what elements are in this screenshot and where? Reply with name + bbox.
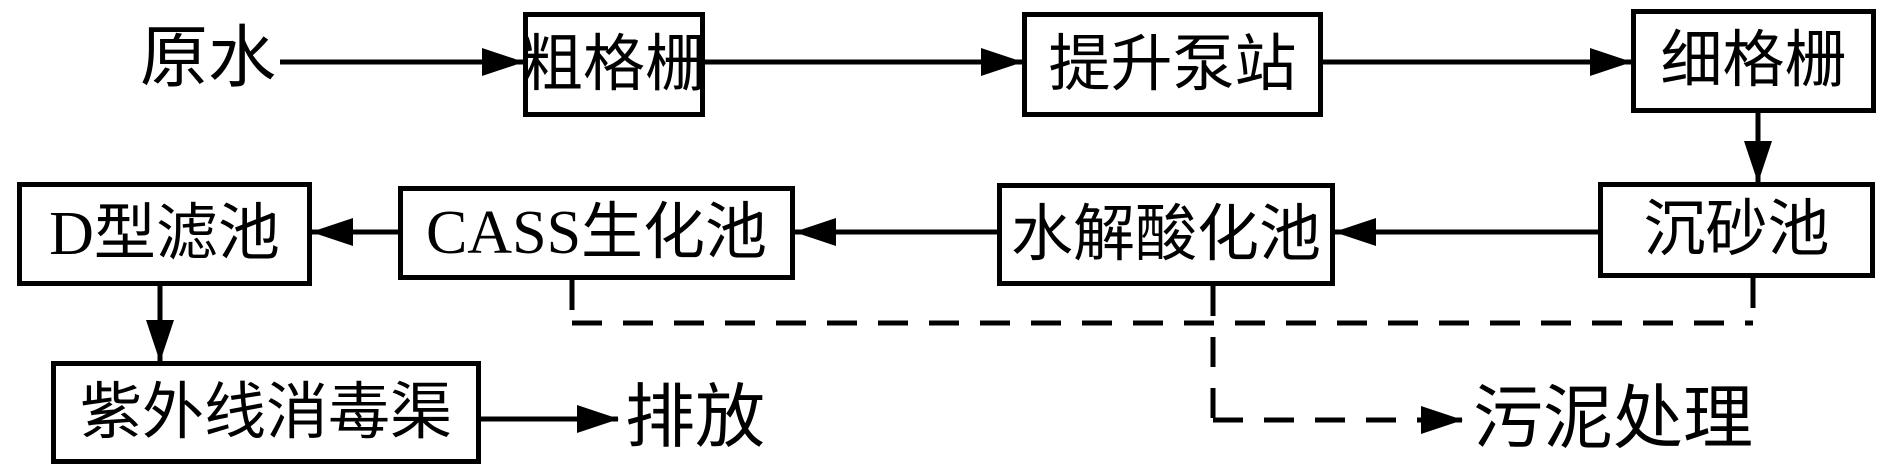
node-lift-pump-station: 提升泵站 <box>1022 12 1323 117</box>
node-grit-chamber: 沉砂池 <box>1598 182 1875 278</box>
node-coarse-screen: 粗格栅 <box>521 12 707 117</box>
node-cass-biochemical-tank: CASS生化池 <box>398 186 795 280</box>
node-discharge: 排放 <box>625 380 765 457</box>
node-hydrolysis-acidification-tank: 水解酸化池 <box>997 183 1335 286</box>
node-raw-water: 原水 <box>140 20 277 96</box>
node-sludge-treatment: 污泥处理 <box>1473 381 1753 458</box>
node-d-type-filter: D型滤池 <box>17 182 312 286</box>
node-fine-screen: 细格栅 <box>1631 9 1876 113</box>
node-uv-disinfection-channel: 紫外线消毒渠 <box>51 361 481 464</box>
